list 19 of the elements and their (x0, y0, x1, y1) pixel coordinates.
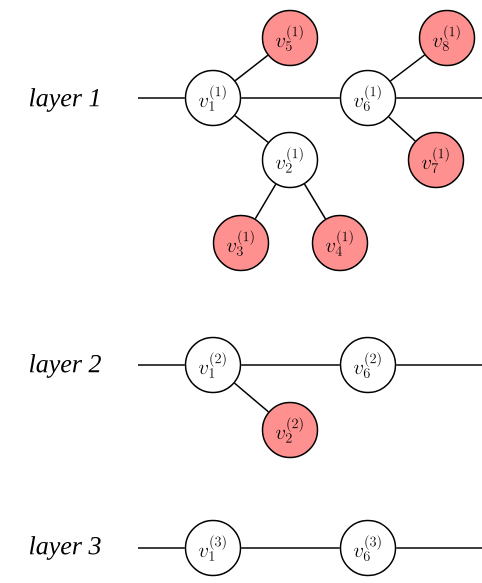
edge-line (234, 115, 268, 143)
edge-line (138, 547, 185, 549)
edge-line (396, 97, 482, 99)
edge-line (396, 547, 482, 549)
edge-line (396, 364, 482, 366)
layer-label: layer 3 (30, 536, 101, 560)
edge-line (254, 184, 276, 220)
edge-line (138, 364, 185, 366)
edge-line (304, 184, 326, 220)
edge-line (241, 364, 340, 366)
edge-line (390, 54, 425, 82)
edge-line (388, 116, 416, 142)
layer-label: layer 1 (30, 88, 99, 112)
edge-line (234, 382, 269, 412)
layer-label: layer 2 (30, 354, 101, 378)
edge-line (234, 54, 268, 82)
edge-line (241, 97, 340, 99)
edge-line (241, 547, 340, 549)
edge-line (138, 97, 185, 99)
